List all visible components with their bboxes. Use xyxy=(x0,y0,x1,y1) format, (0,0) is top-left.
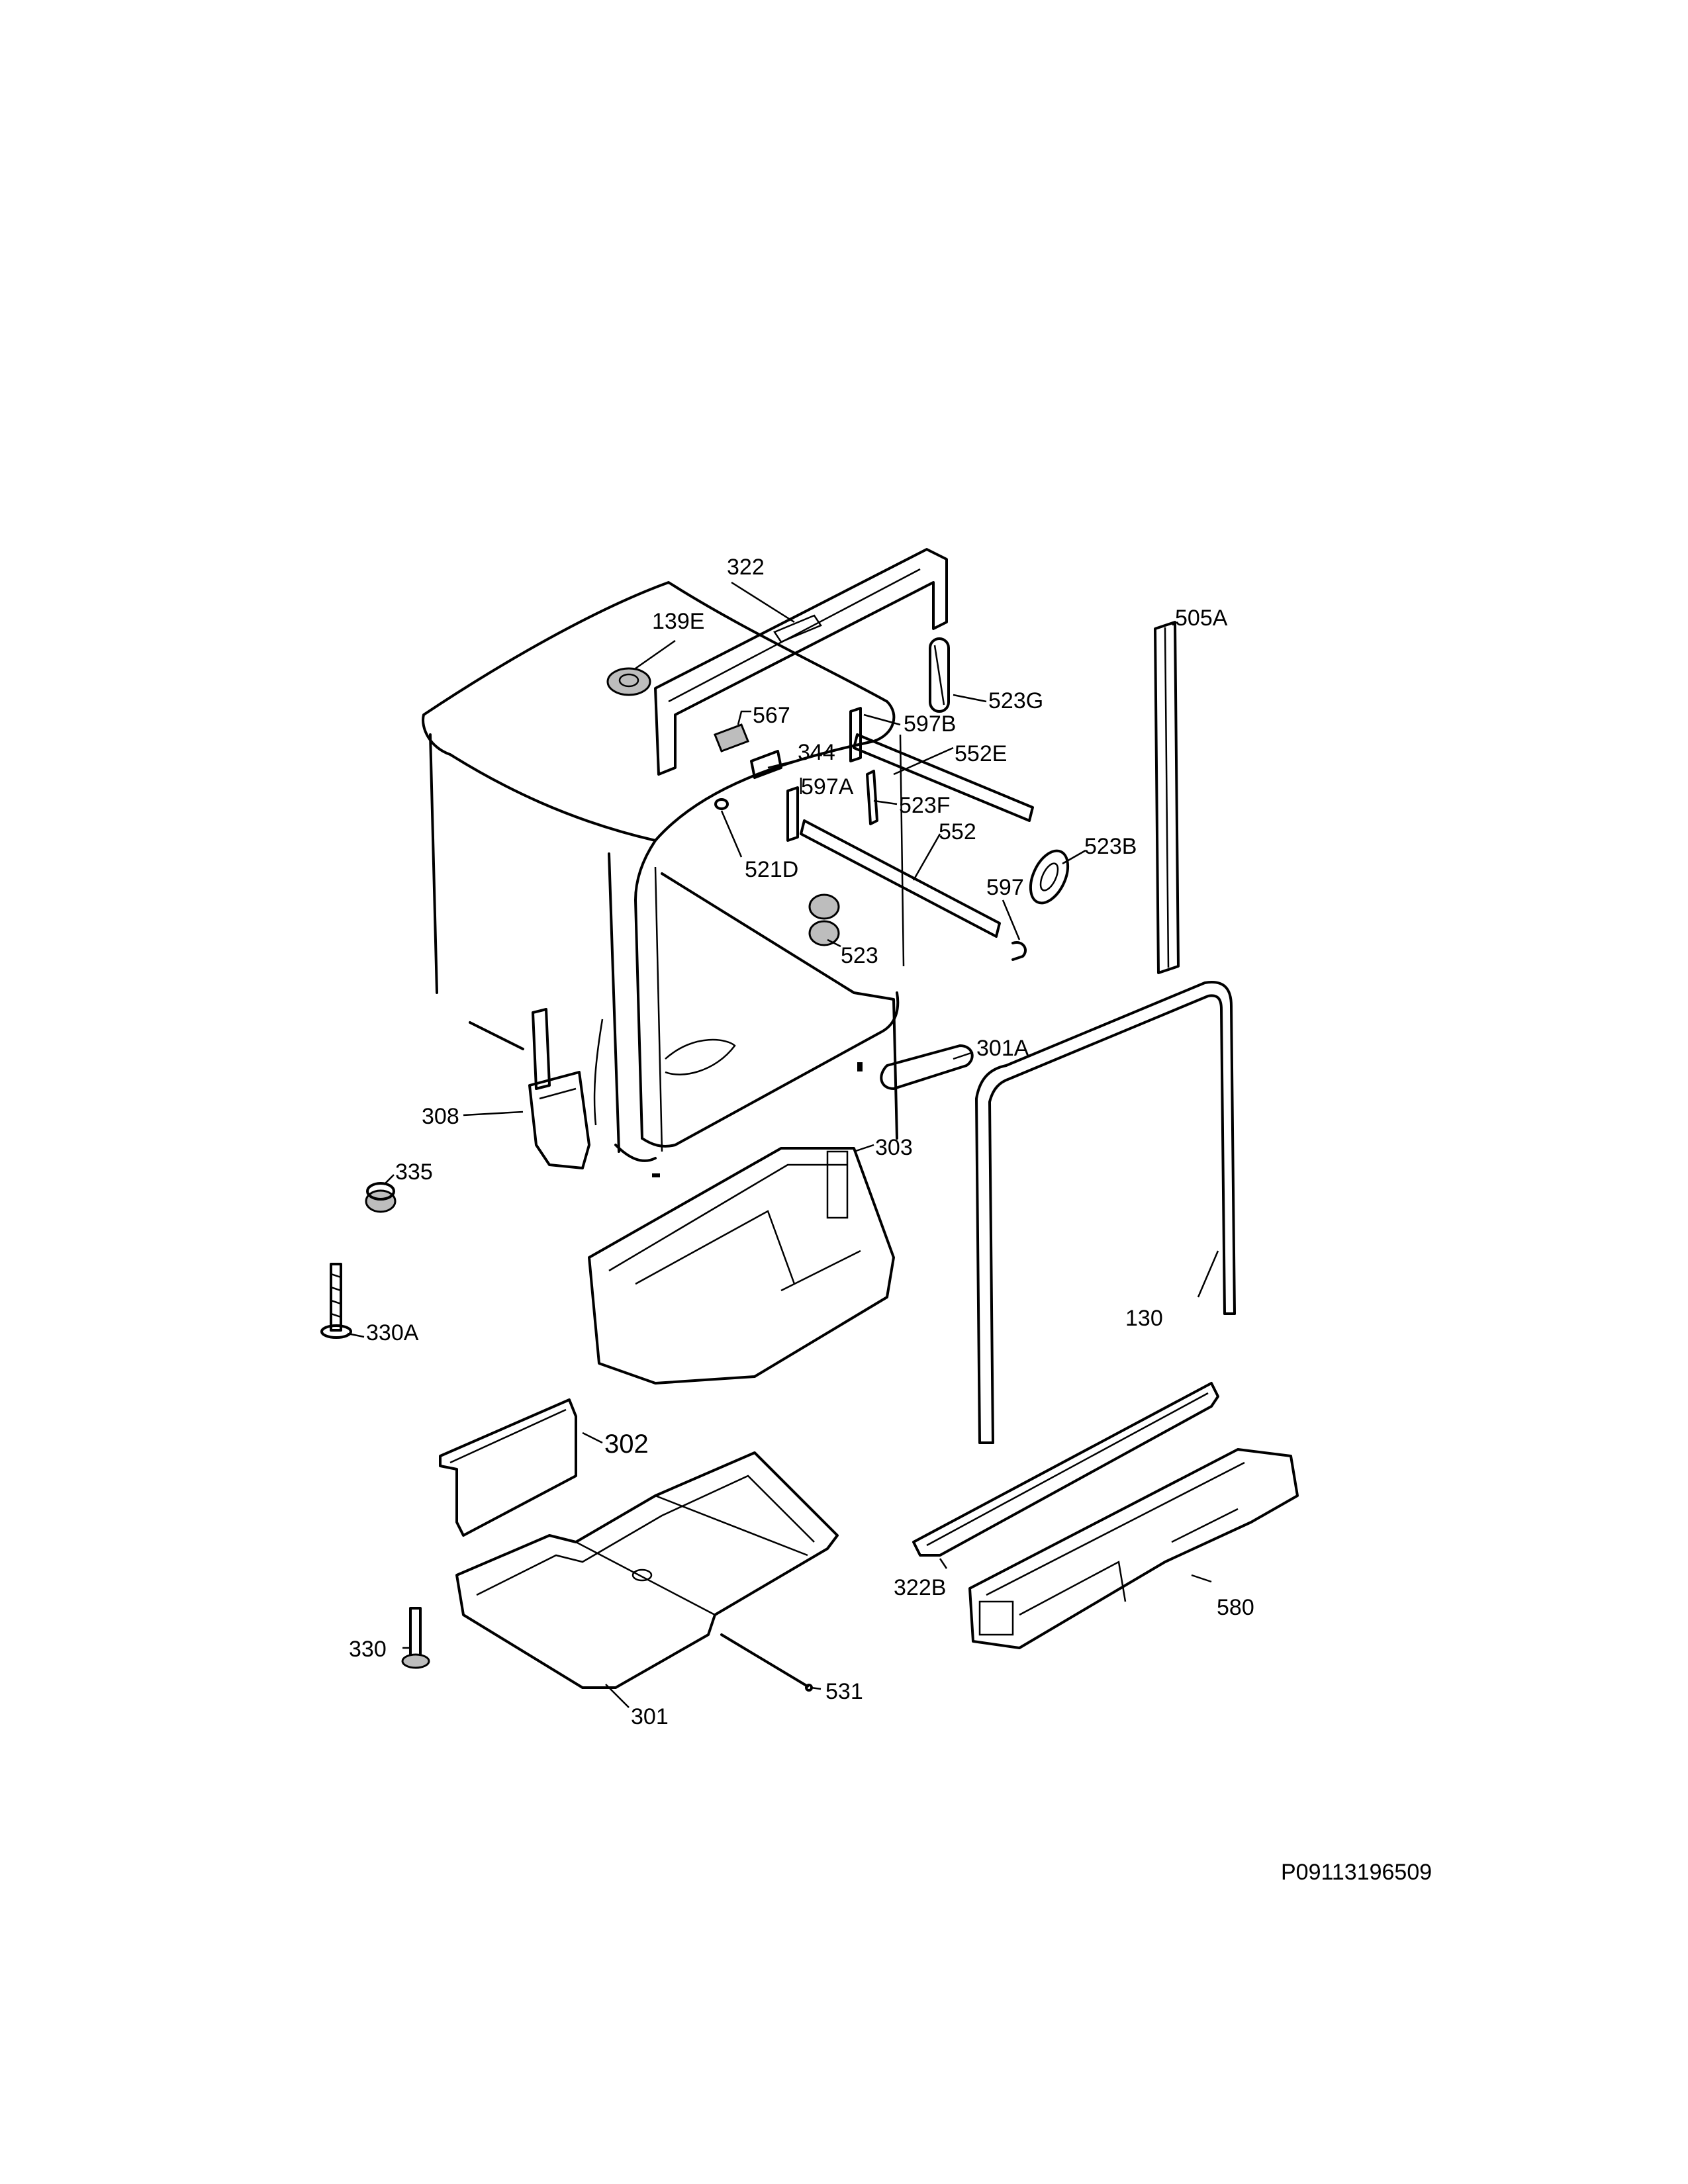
callout-303: 303 xyxy=(875,1135,913,1160)
seal-strip-505A xyxy=(1154,621,1180,974)
callout-330: 330 xyxy=(349,1637,387,1662)
callout-523F: 523F xyxy=(899,793,951,818)
callout-labels: 322 139E 505A 523G 567 597B 344 552E 597… xyxy=(349,555,1254,1729)
callout-523B: 523B xyxy=(1084,834,1137,859)
callout-597A: 597A xyxy=(801,774,854,799)
leader-lines xyxy=(347,581,1219,1708)
callout-580: 580 xyxy=(1217,1595,1254,1620)
hinge-308 xyxy=(469,1008,590,1169)
rails-552 xyxy=(800,733,1034,938)
plug-521D xyxy=(714,798,729,810)
cover-301A xyxy=(880,1044,974,1090)
base-plate-301 xyxy=(455,1451,839,1689)
callout-531: 531 xyxy=(825,1679,863,1704)
tub-body xyxy=(422,581,905,1177)
callout-552: 552 xyxy=(939,819,976,844)
gaskets-523 xyxy=(808,893,840,946)
callout-330A: 330A xyxy=(366,1320,419,1345)
callout-130: 130 xyxy=(1125,1306,1163,1331)
clips-597 xyxy=(786,707,1027,961)
screw-330 xyxy=(401,1607,430,1669)
callout-523: 523 xyxy=(841,943,878,968)
screw-330A xyxy=(320,1263,352,1339)
bracket-580 xyxy=(968,1448,1299,1649)
brackets-567-344 xyxy=(714,723,782,779)
callout-521D: 521D xyxy=(745,857,798,882)
callout-523G: 523G xyxy=(988,688,1043,713)
callout-308: 308 xyxy=(422,1104,459,1129)
callout-322B: 322B xyxy=(894,1575,946,1600)
fan-139E-part xyxy=(606,667,651,696)
rod-531 xyxy=(720,1633,813,1692)
gasket-523G xyxy=(929,637,950,713)
stud-523F xyxy=(866,770,878,825)
panel-302 xyxy=(439,1398,577,1537)
callout-335: 335 xyxy=(395,1160,433,1185)
callout-552E: 552E xyxy=(955,741,1007,766)
callout-301: 301 xyxy=(631,1704,669,1729)
callout-344: 344 xyxy=(798,740,835,765)
nut-335 xyxy=(365,1182,397,1213)
callout-302: 302 xyxy=(604,1430,649,1459)
base-frame-303 xyxy=(588,1147,895,1385)
door-seal-130 xyxy=(975,981,1236,1444)
callout-567: 567 xyxy=(753,703,790,728)
callout-139E: 139E xyxy=(652,609,704,634)
diagram-reference-number: P09113196509 xyxy=(1281,1860,1432,1885)
callout-597: 597 xyxy=(986,875,1024,900)
callout-597B: 597B xyxy=(904,711,956,737)
callout-322: 322 xyxy=(727,555,765,580)
gasket-523B xyxy=(1029,849,1070,905)
top-frame-part xyxy=(654,548,948,776)
callout-301A: 301A xyxy=(976,1036,1029,1061)
callout-505A: 505A xyxy=(1175,606,1228,631)
rail-322B xyxy=(912,1382,1219,1557)
